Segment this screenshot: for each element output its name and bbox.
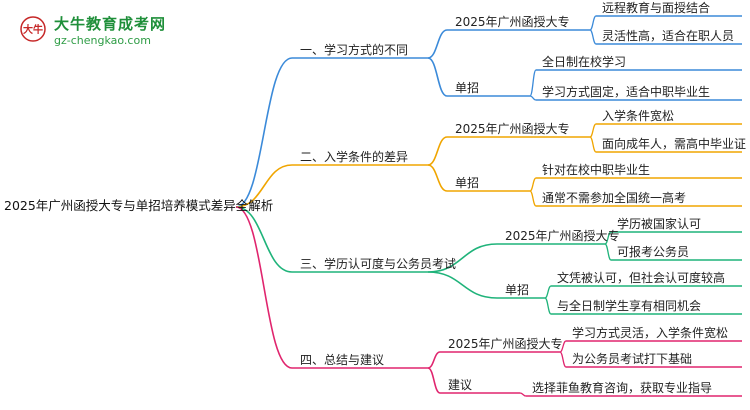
logo-url: gz-chengkao.com xyxy=(54,34,151,47)
child-label: 建议 xyxy=(448,378,473,392)
child-label: 单招 xyxy=(455,176,480,190)
child-connector xyxy=(427,136,448,166)
branch-connector xyxy=(235,206,293,369)
logo-badge-icon: 大牛 xyxy=(20,16,46,42)
leaf-connector xyxy=(604,243,612,261)
leaf-label: 面向成年人，需高中毕业证 xyxy=(602,137,747,151)
leaf-label: 为公务员考试打下基础 xyxy=(572,352,693,366)
leaf-label: 与全日制学生享有相同机会 xyxy=(557,299,702,313)
child-label: 单招 xyxy=(455,81,480,95)
logo-badge-text: 大牛 xyxy=(23,23,43,36)
leaf-label: 灵活性高，适合在职人员 xyxy=(602,29,735,43)
leaf-label: 针对在校中职毕业生 xyxy=(542,163,651,177)
leaf-label: 可报考公务员 xyxy=(617,245,690,259)
leaf-connector xyxy=(529,95,537,101)
leaf-connector xyxy=(544,285,552,299)
branch-connector xyxy=(235,57,293,208)
child-label: 2025年广州函授大专 xyxy=(455,122,570,136)
leaf-label: 通常不需参加全国统一高考 xyxy=(542,191,687,205)
child-connector xyxy=(427,271,498,299)
child-connector xyxy=(427,351,441,369)
child-label: 2025年广州函授大专 xyxy=(505,229,620,243)
branch-label: 一、学习方式的不同 xyxy=(300,43,409,57)
branch-label: 三、学历认可度与公务员考试 xyxy=(300,257,457,271)
leaf-connector xyxy=(544,297,552,315)
child-label: 2025年广州函授大专 xyxy=(455,15,570,29)
leaf-connector xyxy=(529,69,537,97)
child-label: 2025年广州函授大专 xyxy=(448,337,563,351)
leaf-connector xyxy=(529,177,537,192)
root-title: 2025年广州函授大专与单招培养模式差异全解析 xyxy=(4,198,274,213)
child-connector xyxy=(427,164,448,192)
leaf-label: 全日制在校学习 xyxy=(542,55,627,69)
leaf-connector xyxy=(589,15,597,31)
branch-label: 四、总结与建议 xyxy=(300,353,385,367)
leaf-label: 学历被国家认可 xyxy=(617,217,702,231)
leaf-label: 文凭被认可，但社会认可度较高 xyxy=(557,271,726,285)
branch-label: 二、入学条件的差异 xyxy=(300,150,409,164)
child-connector xyxy=(427,367,441,394)
leaf-label: 学习方式固定，适合中职毕业生 xyxy=(542,85,711,99)
leaf-label: 入学条件宽松 xyxy=(602,109,675,123)
branch-connector xyxy=(235,164,293,208)
leaf-label: 远程教育与面授结合 xyxy=(602,1,711,15)
leaf-connector xyxy=(529,190,537,207)
leaf-label: 学习方式灵活，入学条件宽松 xyxy=(572,326,729,340)
child-connector xyxy=(427,57,448,97)
leaf-connector xyxy=(519,392,527,397)
child-label: 单招 xyxy=(505,283,530,297)
leaf-connector xyxy=(559,351,567,368)
site-logo[interactable]: 大牛 大牛教育成考网 gz-chengkao.com xyxy=(6,2,166,52)
logo-name: 大牛教育成考网 xyxy=(54,15,167,33)
child-connector xyxy=(427,243,498,273)
leaf-connector xyxy=(589,136,597,153)
child-connector xyxy=(427,29,448,59)
leaf-connector xyxy=(589,123,597,138)
leaf-label: 选择菲鱼教育咨询，获取专业指导 xyxy=(532,381,713,395)
leaf-connector xyxy=(589,29,597,45)
branch-connector xyxy=(235,206,293,273)
